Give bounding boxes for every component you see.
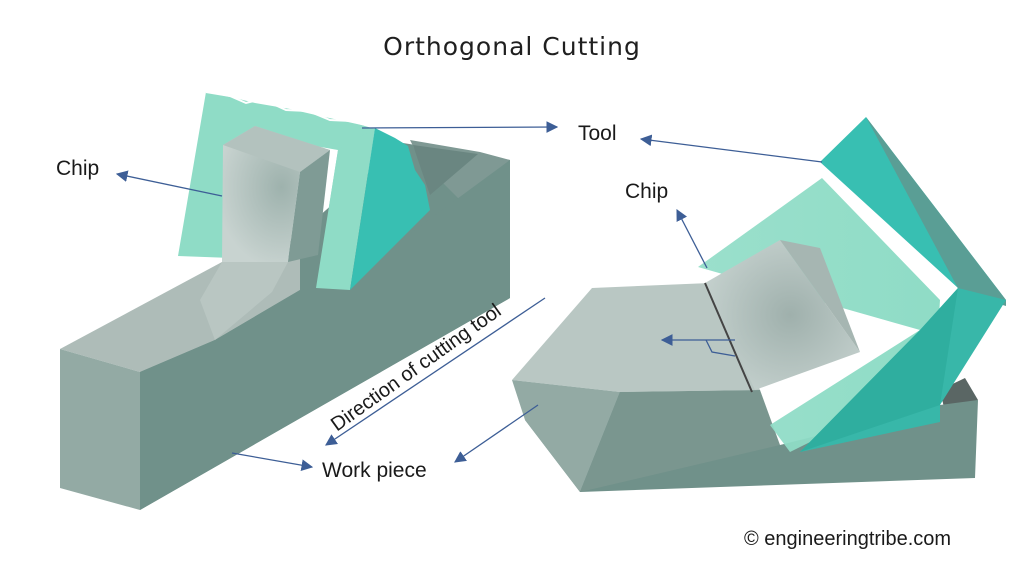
right-workpiece-top-face xyxy=(512,283,760,392)
right-chip-body xyxy=(705,240,860,390)
left-chip-top xyxy=(223,126,330,172)
right-tool-dark-edge xyxy=(866,117,1006,306)
page-title: Orthogonal Cutting xyxy=(383,32,641,61)
arrow-workpiece-left xyxy=(231,452,314,471)
arrow-left-chip xyxy=(115,170,223,197)
arrow-tool-left xyxy=(361,121,559,133)
left-workpiece-front-face xyxy=(60,349,140,510)
copyright-notice: © engineeringtribe.com xyxy=(744,528,952,550)
label-work-piece: Work piece xyxy=(322,459,427,482)
left-cutting-setup xyxy=(60,91,510,510)
chip-flow-bracket xyxy=(705,339,736,357)
right-chip-side xyxy=(780,240,860,352)
annotation-arrows xyxy=(115,121,823,471)
right-cutting-setup xyxy=(512,117,1006,492)
right-workpiece-front-lower xyxy=(580,390,780,492)
right-shear-plane-line xyxy=(704,282,753,393)
left-chip-side xyxy=(288,150,330,262)
left-workpiece-slot-shadow xyxy=(413,145,478,195)
left-tool-ragged-edge xyxy=(205,91,376,129)
label-chip-right: Chip xyxy=(625,180,669,203)
arrow-workpiece-right xyxy=(454,404,539,463)
arrow-tool-right xyxy=(639,134,823,163)
label-chip-left: Chip xyxy=(56,157,100,180)
left-tool-wedge xyxy=(350,128,430,290)
arrow-right-chip xyxy=(676,208,708,269)
right-tool-dark-shade xyxy=(800,288,958,452)
left-tool-front-plate xyxy=(316,128,375,290)
left-workpiece-long-side xyxy=(140,160,510,510)
arrow-direction xyxy=(325,297,546,446)
label-tool: Tool xyxy=(578,122,617,145)
right-workpiece-front-face xyxy=(512,380,620,492)
left-chip-curve xyxy=(200,262,288,340)
